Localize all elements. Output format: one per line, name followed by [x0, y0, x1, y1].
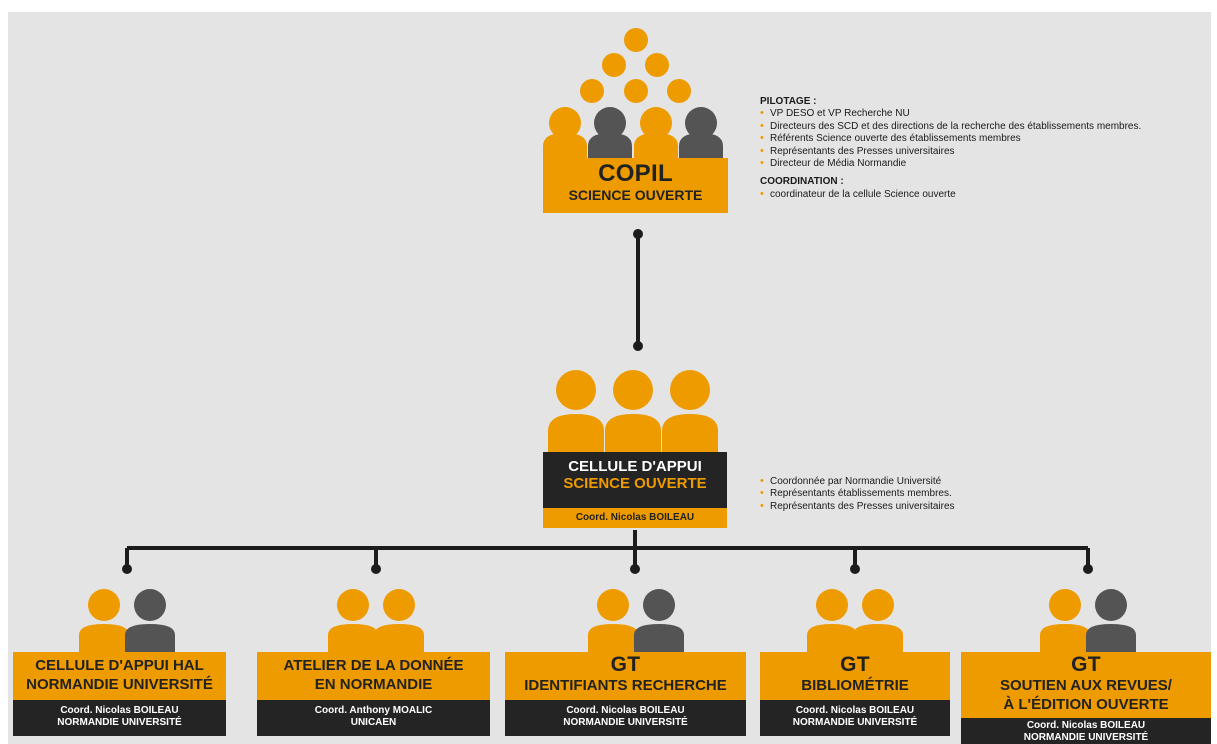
copil-subtitle: SCIENCE OUVERTE	[568, 187, 703, 203]
group-5-coord: Coord. Nicolas BOILEAU NORMANDIE UNIVERS…	[961, 718, 1211, 744]
copil-people-icon	[543, 28, 723, 158]
group-5-box: GT SOUTIEN AUX REVUES/ À L'ÉDITION OUVER…	[961, 652, 1211, 718]
group-4-people-icon	[807, 589, 903, 652]
org-chart: COPIL SCIENCE OUVERTE PILOTAGE : VP DESO…	[8, 12, 1211, 744]
group-1-people-icon	[79, 589, 175, 652]
cellule-coord: Coord. Nicolas BOILEAU	[543, 508, 727, 528]
cellule-subtitle: SCIENCE OUVERTE	[563, 475, 707, 492]
connector-lines	[122, 229, 1093, 574]
cellule-info: Coordonnée par Normandie Université Repr…	[760, 475, 1060, 519]
list-item: Représentants des Presses universitaires	[760, 145, 1210, 158]
pilotage-heading: PILOTAGE :	[760, 96, 817, 107]
cellule-people-icon	[548, 370, 718, 452]
coordination-list: coordinateur de la cellule Science ouver…	[760, 188, 1210, 201]
group-1-coord: Coord. Nicolas BOILEAU NORMANDIE UNIVERS…	[13, 700, 226, 736]
cellule-list: Coordonnée par Normandie Université Repr…	[760, 475, 1060, 513]
group-1-box: CELLULE D'APPUI HAL NORMANDIE UNIVERSITÉ	[13, 652, 226, 700]
group-4-coord: Coord. Nicolas BOILEAU NORMANDIE UNIVERS…	[760, 700, 950, 736]
cellule-title: CELLULE D'APPUI	[568, 458, 702, 475]
list-item: Représentants des Presses universitaires	[760, 500, 1060, 513]
copil-title: COPIL	[598, 160, 673, 187]
copil-box: COPIL SCIENCE OUVERTE	[543, 158, 728, 213]
coordination-heading: COORDINATION :	[760, 176, 844, 188]
list-item: Représentants établissements membres.	[760, 487, 1060, 500]
pilotage-list: VP DESO et VP Recherche NU Directeurs de…	[760, 107, 1210, 170]
copil-info: PILOTAGE : VP DESO et VP Recherche NU Di…	[760, 96, 1210, 207]
list-item: Directeur de Média Normandie	[760, 157, 1210, 170]
list-item: VP DESO et VP Recherche NU	[760, 107, 1210, 120]
group-3-box: GT IDENTIFIANTS RECHERCHE	[505, 652, 746, 700]
group-3-coord: Coord. Nicolas BOILEAU NORMANDIE UNIVERS…	[505, 700, 746, 736]
list-item: coordinateur de la cellule Science ouver…	[760, 188, 1210, 201]
group-2-coord: Coord. Anthony MOALIC UNICAEN	[257, 700, 490, 736]
group-4-box: GT BIBLIOMÉTRIE	[760, 652, 950, 700]
group-3-people-icon	[588, 589, 684, 652]
group-2-people-icon	[328, 589, 424, 652]
list-item: Coordonnée par Normandie Université	[760, 475, 1060, 488]
group-5-people-icon	[1040, 589, 1136, 652]
list-item: Directeurs des SCD et des directions de …	[760, 120, 1210, 133]
list-item: Référents Science ouverte des établissem…	[760, 132, 1210, 145]
cellule-box: CELLULE D'APPUI SCIENCE OUVERTE	[543, 452, 727, 508]
group-2-box: ATELIER DE LA DONNÉE EN NORMANDIE	[257, 652, 490, 700]
